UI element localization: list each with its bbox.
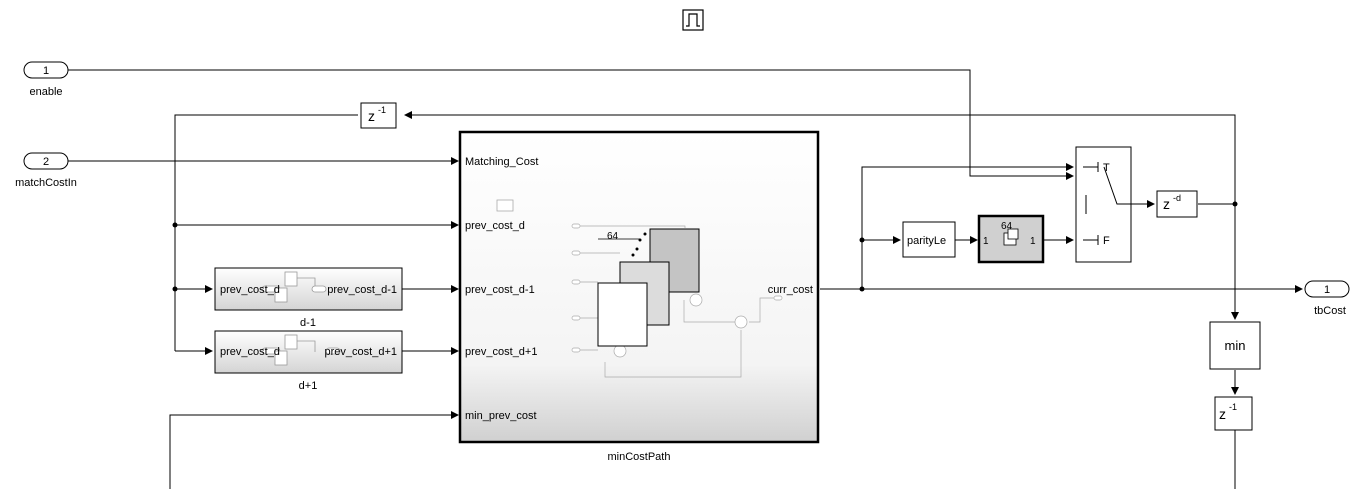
subsystem-name: d-1 <box>300 317 316 329</box>
selector-block[interactable]: 64 1 1 <box>977 214 1045 264</box>
subsystem-name: d+1 <box>299 380 318 392</box>
outport-tbcost[interactable]: 1 tbCost <box>1304 280 1350 317</box>
delay-z: z <box>1219 406 1226 422</box>
input-prev-cost-d-plus-1: prev_cost_d+1 <box>465 346 537 358</box>
enable-signal-line[interactable] <box>68 69 1074 180</box>
curr-cost-to-switch-line[interactable] <box>861 163 1074 289</box>
delay-z: z <box>368 108 375 124</box>
block-name: minCostPath <box>608 451 671 463</box>
inport-label: enable <box>29 86 62 98</box>
unit-delay-bottom[interactable]: z -1 <box>1214 396 1253 431</box>
input-prev-cost-d-minus-1: prev_cost_d-1 <box>465 284 535 296</box>
delay-output-line[interactable] <box>174 114 358 351</box>
feedback-signal-line[interactable] <box>404 111 1236 204</box>
parity-block[interactable]: parityLe <box>902 221 956 258</box>
variable-delay-right[interactable]: z -d <box>1156 190 1198 218</box>
unit-delay-top[interactable]: z -1 <box>360 102 397 129</box>
pulse-generator-icon[interactable] <box>682 9 704 31</box>
mincostpath-subsystem[interactable]: Matching_Cost prev_cost_d prev_cost_d-1 … <box>458 130 820 463</box>
subsystem-in-port-label: prev_cost_d <box>220 346 280 358</box>
inport-number: 1 <box>43 65 49 77</box>
outport-label: tbCost <box>1314 305 1346 317</box>
switch-false-label: F <box>1103 235 1110 247</box>
min-block[interactable]: min <box>1209 321 1261 370</box>
selector-left: 1 <box>983 236 989 247</box>
selector-right: 1 <box>1030 236 1036 247</box>
mincostpath-thumbnail: 64 <box>496 199 783 378</box>
input-matching-cost: Matching_Cost <box>465 156 538 168</box>
subsystem-out-port-label: prev_cost_d+1 <box>325 346 397 358</box>
inport-matchcostin[interactable]: 2 matchCostIn <box>15 152 77 189</box>
subsystem-out-port-label: prev_cost_d-1 <box>327 284 397 296</box>
switch-true-label: T <box>1103 162 1110 174</box>
inport-label: matchCostIn <box>15 177 77 189</box>
subsystem-d-plus-1[interactable]: prev_cost_d prev_cost_d+1 d+1 <box>214 330 403 392</box>
selector-icon-back <box>1007 228 1019 240</box>
signal-lines <box>68 69 1303 489</box>
thumb-value: 64 <box>607 231 619 242</box>
parity-label: parityLe <box>907 235 946 247</box>
selector-top: 64 <box>1001 221 1013 232</box>
subsystem-in-port-label: prev_cost_d <box>220 284 280 296</box>
delay-exp: -d <box>1173 193 1181 203</box>
min-label: min <box>1225 338 1246 353</box>
delay-exp: -1 <box>378 105 386 115</box>
delay-z: z <box>1163 196 1170 212</box>
switch-block[interactable]: T F <box>1075 146 1132 263</box>
branch-points <box>172 201 1238 292</box>
output-curr-cost: curr_cost <box>768 284 813 296</box>
subsystem-thumbnail <box>261 271 327 303</box>
subsystem-d-minus-1[interactable]: prev_cost_d prev_cost_d-1 d-1 <box>214 267 403 329</box>
delay-exp: -1 <box>1229 402 1237 412</box>
inport-enable[interactable]: 1 enable <box>23 61 69 98</box>
subsystem-thumbnail <box>261 334 341 366</box>
inport-number: 2 <box>43 156 49 168</box>
outport-number: 1 <box>1324 284 1330 296</box>
input-min-prev-cost: min_prev_cost <box>465 410 537 422</box>
input-prev-cost-d: prev_cost_d <box>465 220 525 232</box>
min-prev-cost-return-line[interactable] <box>169 411 459 489</box>
